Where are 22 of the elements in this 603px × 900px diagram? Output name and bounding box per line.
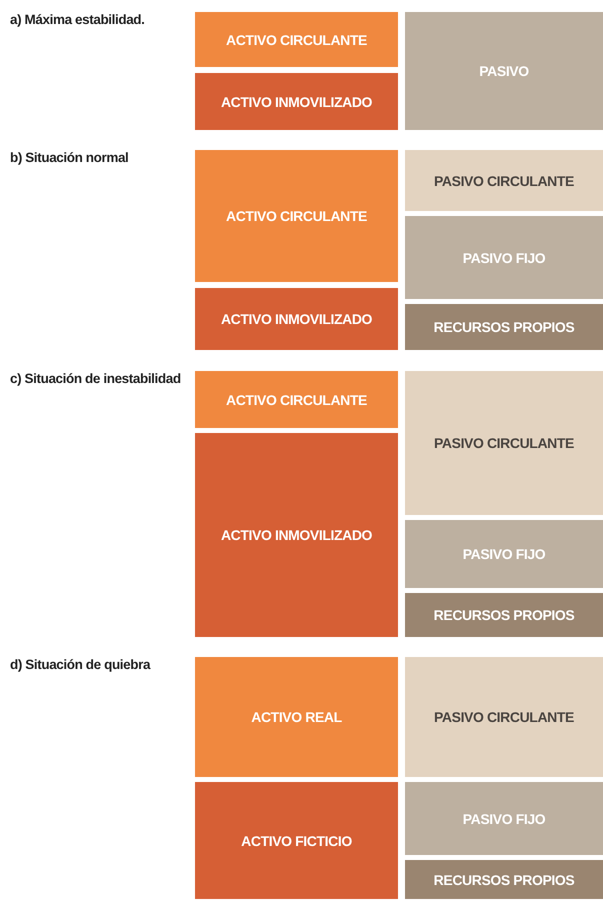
balance-block: PASIVO CIRCULANTE [405,371,603,515]
balance-block: ACTIVO CIRCULANTE [195,371,398,428]
section-heading: a) Máxima estabilidad. [10,12,146,27]
balance-block: ACTIVO REAL [195,657,398,777]
balance-block: PASIVO FIJO [405,782,603,855]
balance-block: PASIVO CIRCULANTE [405,150,603,211]
balance-block: PASIVO FIJO [405,520,603,588]
balance-block: ACTIVO CIRCULANTE [195,150,398,282]
section-heading: b) Situación normal [10,150,130,165]
balance-block: ACTIVO FICTICIO [195,782,398,899]
section-heading: c) Situación de inestabilidad [10,371,182,386]
balance-block: PASIVO CIRCULANTE [405,657,603,777]
balance-block: PASIVO [405,12,603,130]
balance-block: ACTIVO INMOVILIZADO [195,73,398,130]
balance-block: ACTIVO INMOVILIZADO [195,288,398,350]
section-heading: d) Situación de quiebra [10,657,152,672]
balance-block: PASIVO FIJO [405,216,603,299]
balance-block: RECURSOS PROPIOS [405,593,603,637]
balance-block: RECURSOS PROPIOS [405,860,603,899]
balance-block: ACTIVO INMOVILIZADO [195,433,398,637]
balance-block: ACTIVO CIRCULANTE [195,12,398,67]
balance-block: RECURSOS PROPIOS [405,304,603,350]
